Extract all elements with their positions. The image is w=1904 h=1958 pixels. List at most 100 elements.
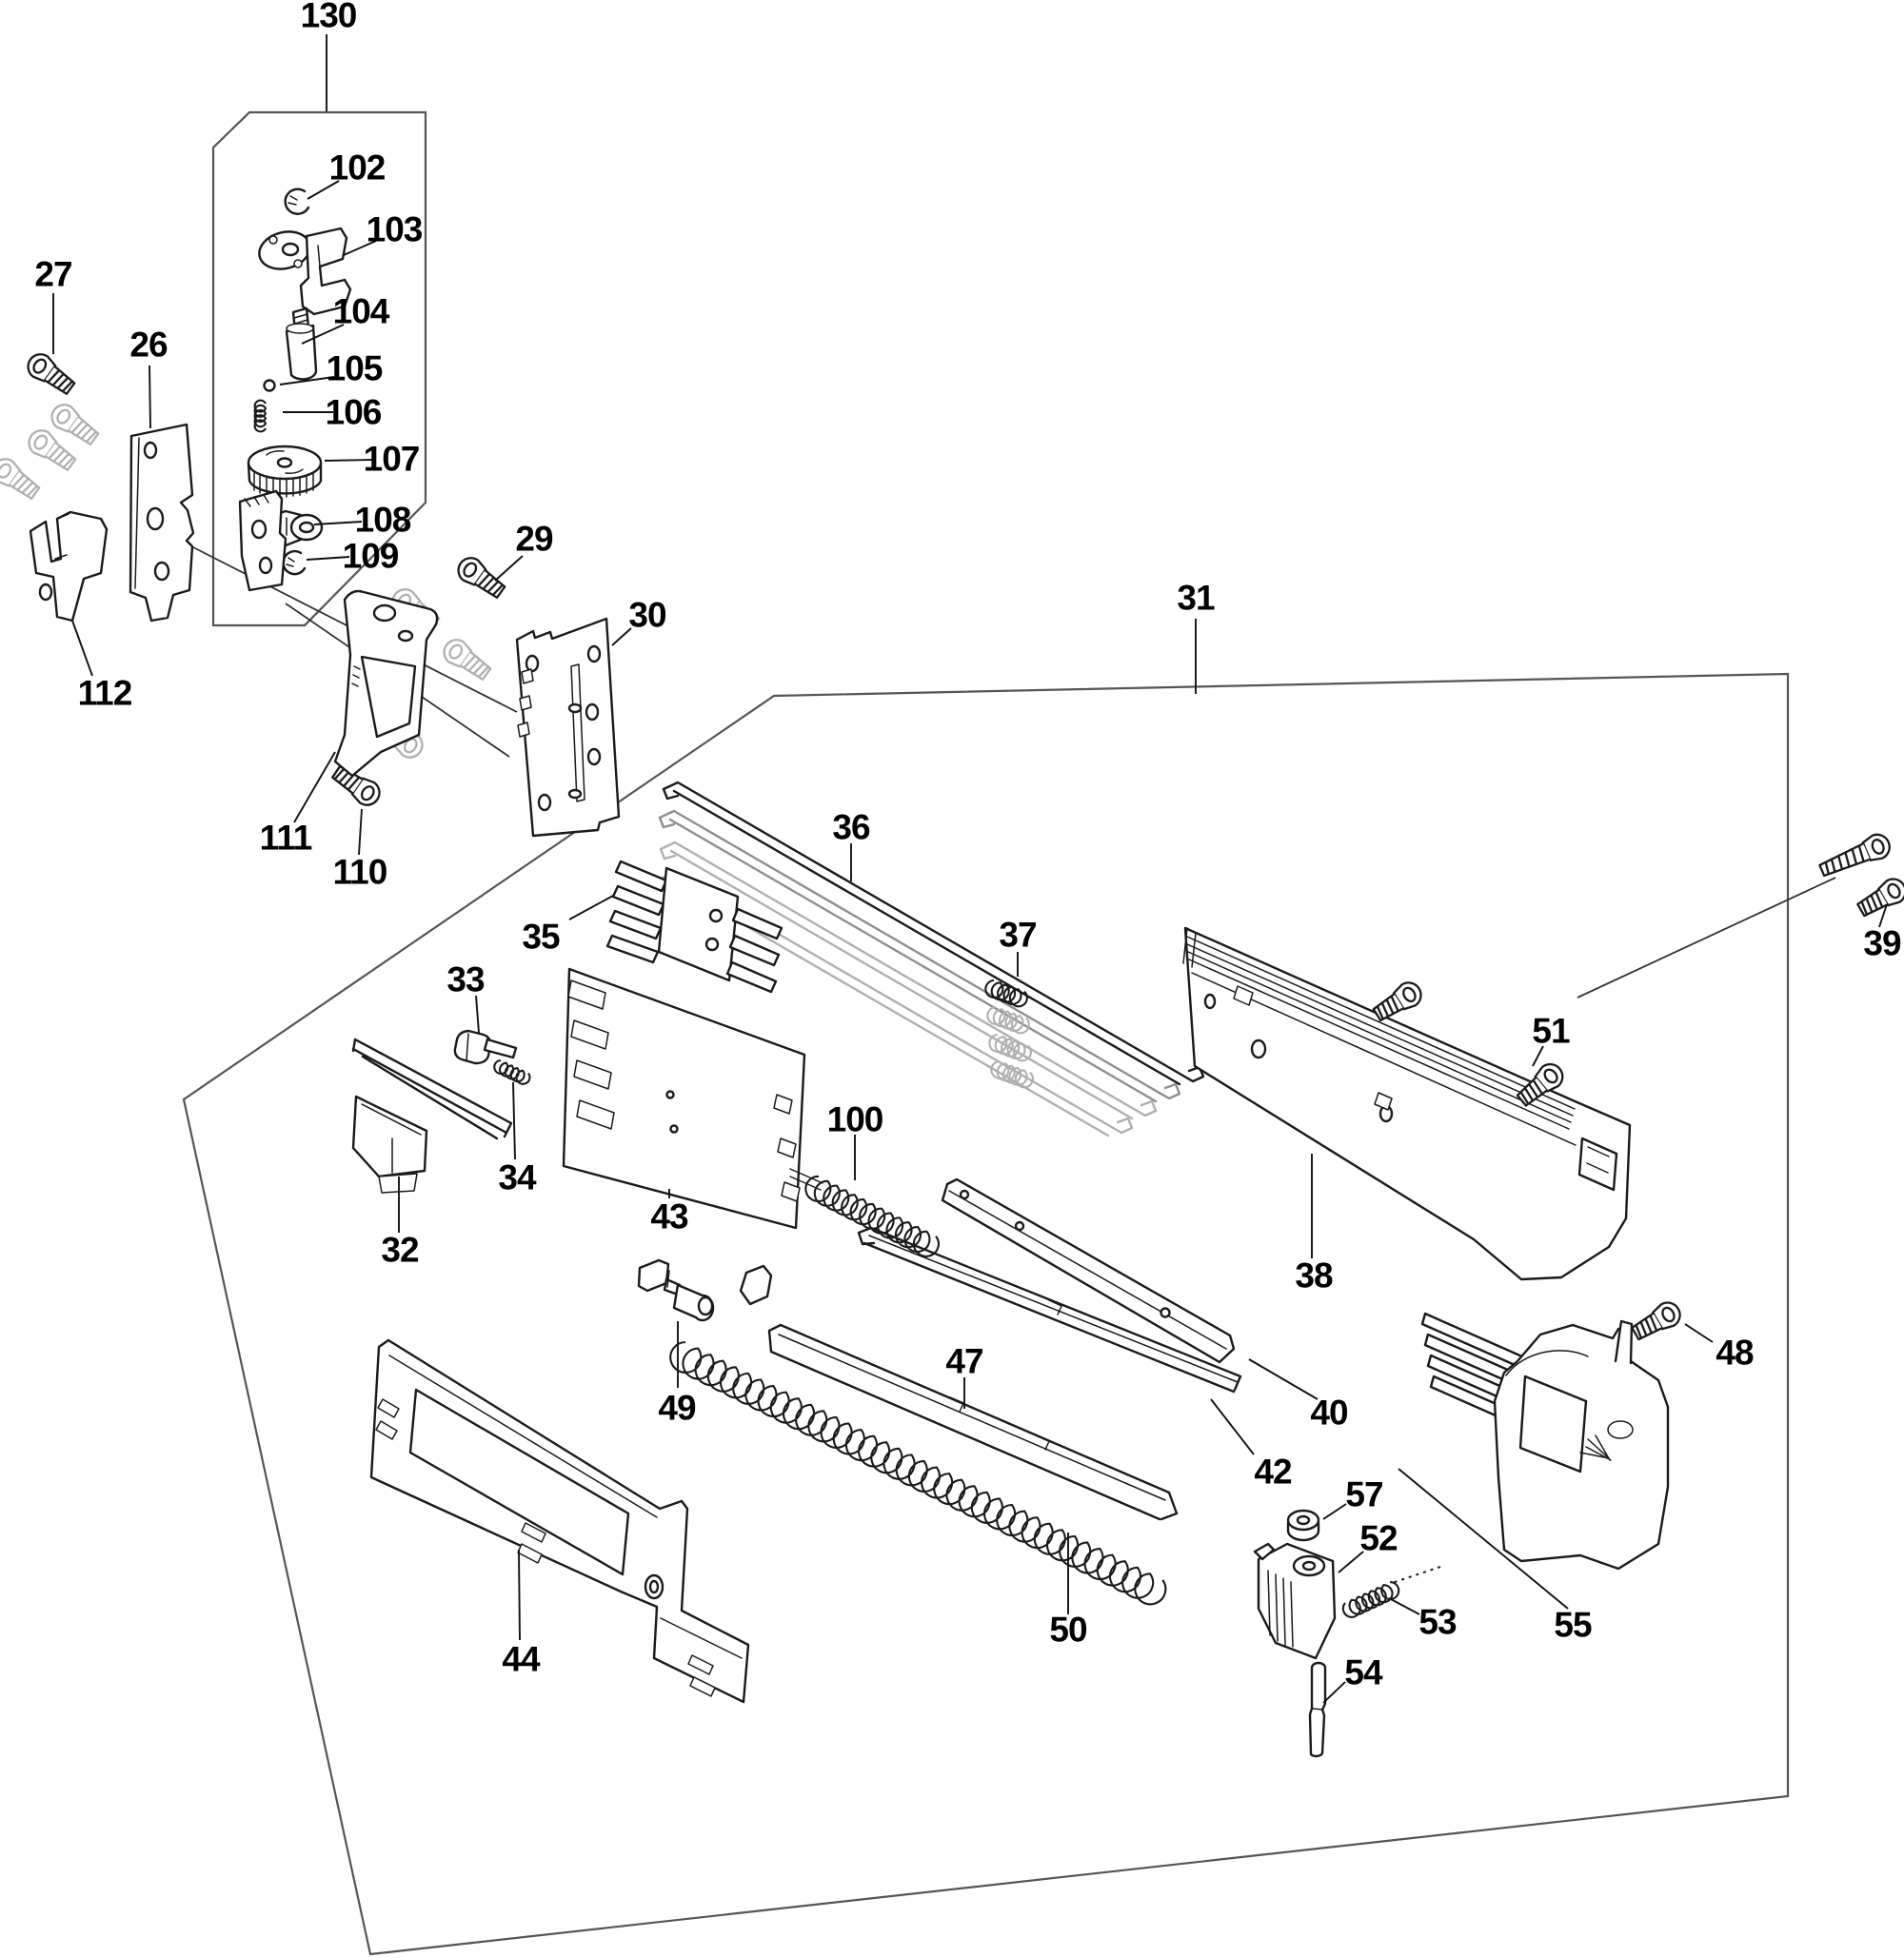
part-label-50: 50 xyxy=(1049,1533,1088,1650)
part-number-34: 34 xyxy=(498,1158,537,1197)
part-label-43: 43 xyxy=(650,1189,689,1236)
part-40-driver-blade xyxy=(941,1177,1236,1364)
leader-line-40 xyxy=(1248,1358,1319,1400)
part-number-55: 55 xyxy=(1554,1606,1592,1645)
part-38-guide-rail xyxy=(1182,926,1632,1281)
part-number-51: 51 xyxy=(1532,1012,1570,1051)
part-34-latch-spring xyxy=(493,1058,531,1085)
part-label-106: 106 xyxy=(283,393,383,432)
part-53-stop-spring xyxy=(1341,1565,1442,1618)
part-104-adjuster-pin xyxy=(285,307,318,381)
part-103-change-lever-bracket xyxy=(258,227,352,316)
part-label-29: 29 xyxy=(494,520,554,582)
leader-line-35 xyxy=(568,895,614,920)
part-number-39: 39 xyxy=(1863,924,1901,963)
part-label-100: 100 xyxy=(827,1100,884,1180)
part-number-130: 130 xyxy=(301,0,357,35)
part-number-57: 57 xyxy=(1345,1475,1382,1514)
part-label-26: 26 xyxy=(129,326,169,429)
part-number-48: 48 xyxy=(1716,1334,1754,1373)
leader-line-105 xyxy=(279,376,335,386)
part-label-27: 27 xyxy=(34,255,73,354)
part-number-40: 40 xyxy=(1310,1394,1348,1433)
screw-48 xyxy=(1628,1296,1686,1346)
leader-line-53 xyxy=(1388,1597,1420,1615)
leader-line-110 xyxy=(358,808,363,856)
part-number-33: 33 xyxy=(446,960,485,999)
part-label-32: 32 xyxy=(381,1177,420,1270)
part-number-35: 35 xyxy=(522,918,560,957)
part-number-52: 52 xyxy=(1359,1519,1398,1558)
part-number-42: 42 xyxy=(1254,1453,1292,1492)
part-number-50: 50 xyxy=(1049,1611,1087,1650)
part-number-111: 111 xyxy=(260,819,312,858)
leader-line-44 xyxy=(518,1549,521,1641)
part-label-111: 111 xyxy=(260,751,336,858)
part-55-end-block xyxy=(1420,1312,1670,1571)
part-number-53: 53 xyxy=(1418,1603,1457,1642)
leader-line-112 xyxy=(71,620,93,677)
part-number-109: 109 xyxy=(343,537,399,576)
part-number-102: 102 xyxy=(329,148,386,188)
part-label-31: 31 xyxy=(1177,579,1216,694)
part-47-magazine-rail xyxy=(739,1264,1179,1521)
leader-line-54 xyxy=(1322,1681,1346,1704)
part-107-adjuster-dial xyxy=(247,445,323,498)
part-30-magazine-plate xyxy=(515,617,621,838)
part-label-112: 112 xyxy=(71,620,133,713)
part-54-pin xyxy=(1308,1661,1327,1758)
part-number-106: 106 xyxy=(326,393,382,432)
part-102-e-ring xyxy=(284,188,310,215)
part-number-32: 32 xyxy=(381,1231,419,1270)
leader-line-103 xyxy=(343,240,377,256)
leader-line-39 xyxy=(1878,903,1888,928)
part-number-104: 104 xyxy=(333,292,390,331)
bracket-108-109 xyxy=(238,489,288,592)
part-label-53: 53 xyxy=(1388,1597,1458,1642)
leader-line-102 xyxy=(307,180,340,200)
part-label-40: 40 xyxy=(1248,1358,1349,1433)
part-43-guide-plate xyxy=(562,967,823,1230)
part-44-magazine-cover xyxy=(369,1338,750,1704)
part-label-47: 47 xyxy=(945,1342,984,1409)
leader-line-108 xyxy=(313,521,363,525)
part-label-36: 36 xyxy=(832,808,871,881)
leader-line-42 xyxy=(1210,1398,1255,1455)
assembly-boundary-31 xyxy=(182,672,1790,1956)
part-105-steel-ball xyxy=(263,379,276,392)
leader-line-30 xyxy=(611,627,632,646)
part-49-pusher-button xyxy=(637,1258,715,1322)
part-label-110: 110 xyxy=(333,808,388,892)
part-number-112: 112 xyxy=(78,674,132,713)
screw-39-long xyxy=(1815,829,1894,883)
screw-27 xyxy=(22,347,79,400)
leader-line-57 xyxy=(1322,1503,1347,1520)
part-number-27: 27 xyxy=(34,255,71,294)
part-number-110: 110 xyxy=(333,853,387,892)
part-label-55: 55 xyxy=(1398,1468,1593,1645)
part-label-104: 104 xyxy=(301,292,391,345)
part-label-33: 33 xyxy=(446,960,486,1034)
part-number-26: 26 xyxy=(129,326,168,365)
part-number-105: 105 xyxy=(327,349,383,388)
leader-line-26 xyxy=(149,365,151,429)
part-37-springs xyxy=(984,979,1034,1089)
part-106-spring xyxy=(253,399,268,433)
part-52-stop-block xyxy=(1253,1542,1337,1660)
leader-line-51 xyxy=(1532,1045,1544,1067)
part-label-35: 35 xyxy=(522,895,614,957)
part-number-108: 108 xyxy=(355,501,411,540)
part-label-105: 105 xyxy=(279,349,384,388)
part-label-130: 130 xyxy=(301,0,358,111)
part-35-spacer-comb xyxy=(605,860,783,994)
part-number-30: 30 xyxy=(628,596,666,635)
part-label-42: 42 xyxy=(1210,1398,1293,1492)
part-number-107: 107 xyxy=(364,440,420,479)
leader-line-111 xyxy=(293,751,336,823)
part-32-latch-bracket xyxy=(351,1038,513,1194)
part-number-43: 43 xyxy=(650,1197,688,1236)
leader-line-48 xyxy=(1684,1323,1714,1343)
